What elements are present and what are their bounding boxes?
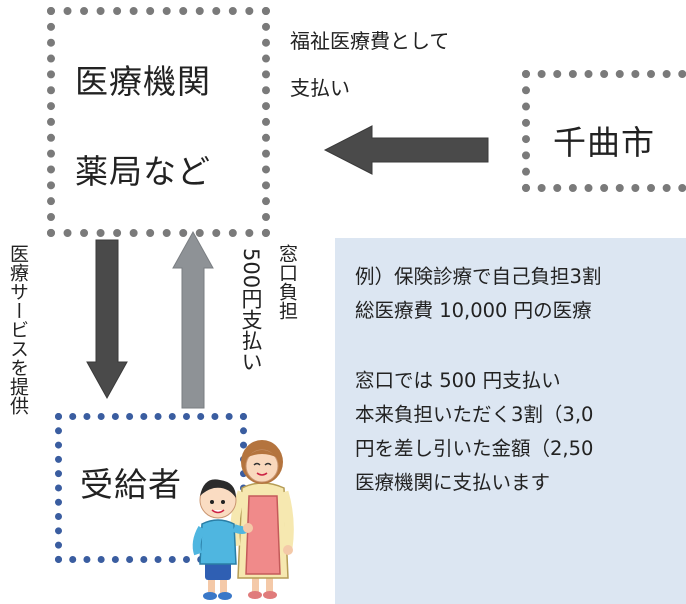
recipient-label: 受給者 — [80, 465, 182, 504]
pharmacy-label: 薬局など — [75, 152, 211, 191]
payment-label-line1: 福祉医療費として — [290, 29, 450, 53]
copay-label-line1: 窓口負担 — [276, 244, 298, 320]
service-arrow-shape — [86, 239, 128, 400]
city-label: 千曲市 — [553, 123, 655, 162]
note-line — [355, 328, 686, 364]
note-line: 医療機関に支払います — [355, 471, 551, 494]
medical-institution-label: 医療機関 — [75, 62, 211, 101]
payment-arrow-shape — [323, 125, 489, 175]
note-line: 窓口では 500 円支払い — [355, 369, 561, 392]
mother-and-child-illustration — [192, 440, 294, 600]
note-line: 円を差し引いた金額（2,50 — [355, 437, 594, 460]
note-line: 総医療費 10,000 円の医療 — [355, 299, 592, 322]
copay-label-line2: 500円支払い — [239, 248, 263, 373]
example-note: 例）保険診療で自己負担3割 総医療費 10,000 円の医療 窓口では 500 … — [335, 238, 686, 604]
payment-label-line2: 支払い — [290, 76, 350, 100]
service-label: 医療サービスを提供 — [7, 244, 29, 415]
note-line: 例）保険診療で自己負担3割 — [355, 265, 602, 288]
city-box — [522, 70, 686, 192]
note-line: 本来負担いただく3割（3,0 — [355, 403, 594, 426]
medical-institution-box — [47, 7, 270, 237]
copay-arrow-shape — [172, 230, 214, 409]
